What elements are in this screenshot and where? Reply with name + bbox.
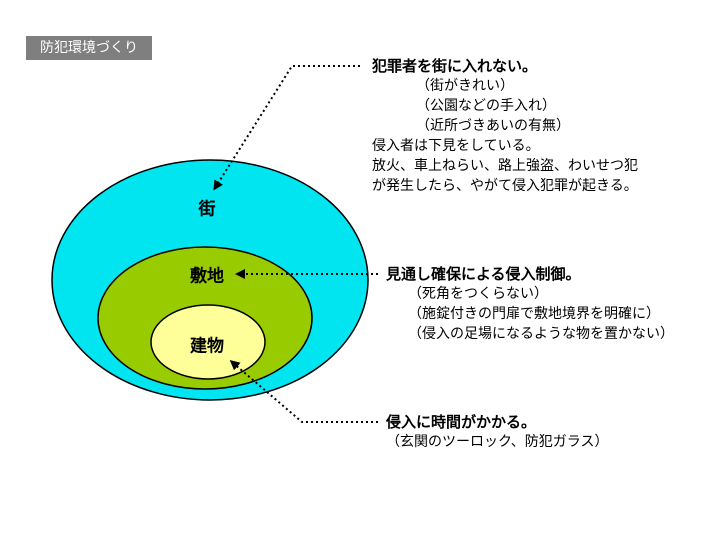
- street-line-3: が発生したら、やがて侵入犯罪が起きる。: [372, 178, 638, 194]
- street-sub-2: （公園などの手入れ）: [416, 98, 556, 114]
- street-label: 街: [198, 199, 216, 220]
- building-heading: 侵入に時間がかかる。: [386, 413, 537, 431]
- building-arrow: [229, 360, 378, 423]
- site-text-block: 見通し確保による侵入制御。 （死角をつくらない） （施錠付きの門扉で敷地境界を明…: [386, 264, 674, 344]
- building-text-block: 侵入に時間がかかる。 （玄関のツーロック、防犯ガラス）: [386, 412, 608, 452]
- site-sub-1: （死角をつくらない）: [408, 286, 548, 302]
- building-label: 建物: [190, 336, 224, 357]
- street-sub-1: （街がきれい）: [416, 78, 514, 94]
- site-heading: 見通し確保による侵入制御。: [386, 265, 581, 283]
- site-label: 敷地: [190, 266, 224, 287]
- site-sub-2: （施錠付きの門扉で敷地境界を明確に）: [408, 306, 660, 322]
- street-line-2: 放火、車上ねらい、路上強盗、わいせつ犯: [372, 158, 638, 174]
- street-sub-3: （近所づきあいの有無）: [416, 118, 570, 134]
- building-sub-1: （玄関のツーロック、防犯ガラス）: [386, 434, 609, 450]
- street-heading: 犯罪者を街に入れない。: [372, 57, 538, 75]
- title-badge: 防犯環境づくり: [26, 36, 152, 60]
- site-sub-3: （侵入の足場になるような物を置かない）: [408, 326, 674, 342]
- street-line-1: 侵入者は下見をしている。: [372, 138, 540, 154]
- street-text-block: 犯罪者を街に入れない。 （街がきれい） （公園などの手入れ） （近所づきあいの有…: [372, 56, 638, 196]
